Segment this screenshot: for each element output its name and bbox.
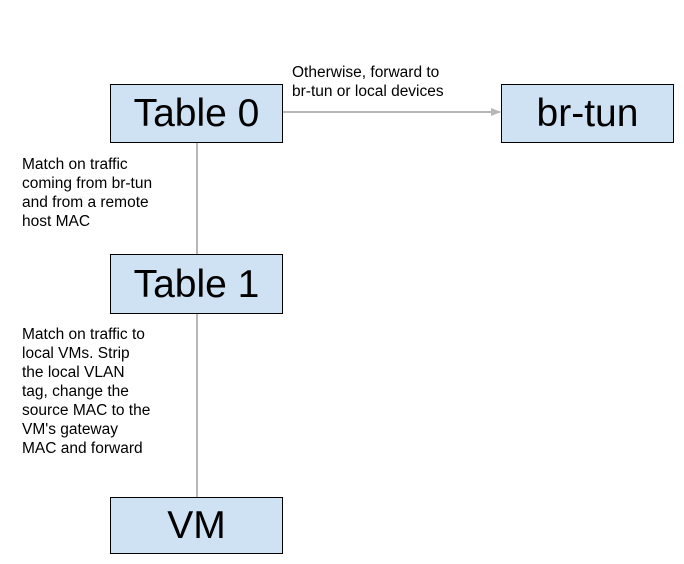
edge-label-match-local-vms: Match on traffic to local VMs. Strip the… bbox=[22, 326, 151, 457]
node-vm: VM bbox=[110, 497, 283, 554]
node-table-0: Table 0 bbox=[110, 84, 283, 143]
node-table-1: Table 1 bbox=[110, 254, 283, 314]
node-table-0-label: Table 0 bbox=[133, 92, 260, 135]
node-table-1-label: Table 1 bbox=[133, 262, 260, 306]
edge-label-otherwise-forward: Otherwise, forward to br-tun or local de… bbox=[292, 64, 444, 100]
node-br-tun: br-tun bbox=[501, 84, 674, 143]
node-br-tun-label: br-tun bbox=[536, 92, 639, 135]
node-vm-label: VM bbox=[167, 504, 226, 547]
edge-label-match-remote-host: Match on traffic coming from br-tun and … bbox=[22, 156, 153, 230]
